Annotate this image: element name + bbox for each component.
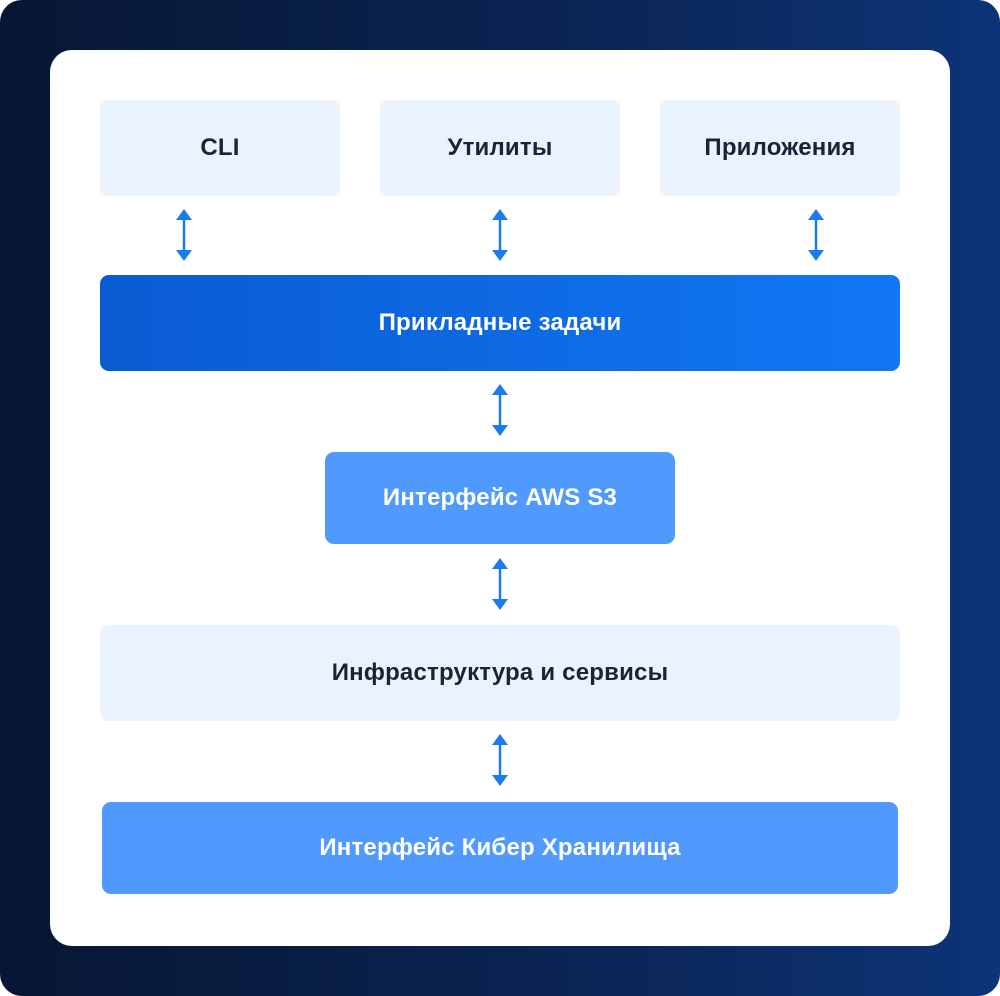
arrow-applications-icon: [808, 209, 824, 261]
arrow-cli-icon: [176, 209, 192, 261]
arrow-infra-storage-icon: [492, 734, 508, 786]
arrow-aws-infra-icon: [492, 558, 508, 610]
diagram-card: CLI Утилиты Приложения Прикладные задачи: [50, 50, 950, 946]
utilities-label: Утилиты: [447, 134, 553, 161]
storage-interface-box: Интерфейс Кибер Хранилища: [102, 802, 898, 894]
aws-s3-interface-box: Интерфейс AWS S3: [325, 452, 675, 544]
infrastructure-box: Инфраструктура и сервисы: [100, 625, 900, 721]
arrow-utilities-icon: [492, 209, 508, 261]
arrow-tasks-aws-icon: [492, 384, 508, 436]
aws-s3-interface-label: Интерфейс AWS S3: [382, 484, 618, 511]
infrastructure-label: Инфраструктура и сервисы: [331, 659, 669, 686]
cli-box: CLI: [100, 100, 340, 196]
applied-tasks-label: Прикладные задачи: [378, 309, 622, 336]
applications-label: Приложения: [704, 134, 856, 161]
utilities-box: Утилиты: [380, 100, 620, 196]
cli-label: CLI: [200, 134, 240, 161]
storage-interface-label: Интерфейс Кибер Хранилища: [319, 834, 681, 861]
applied-tasks-box: Прикладные задачи: [100, 275, 900, 371]
applications-box: Приложения: [660, 100, 900, 196]
